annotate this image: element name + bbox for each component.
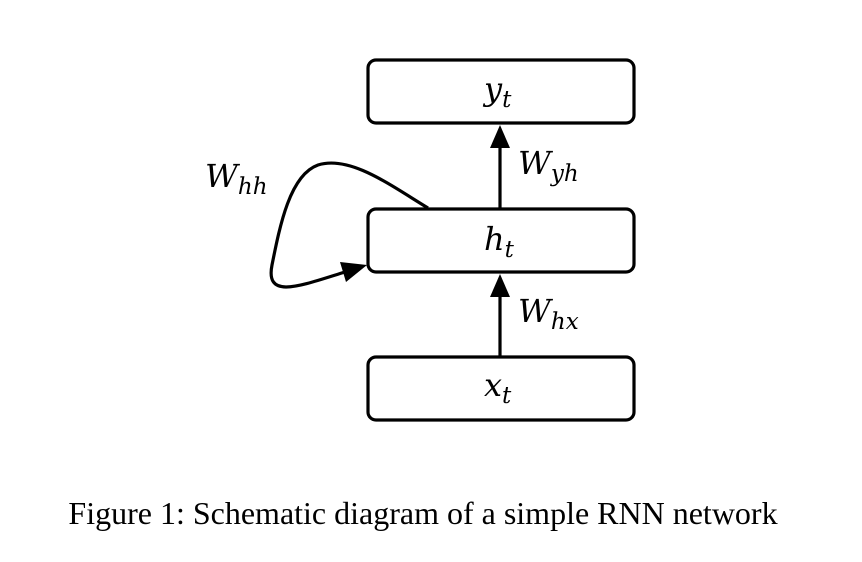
input-to-hidden-weight-label: Whx <box>518 292 579 335</box>
recurrent-weight-subscript: hh <box>238 174 268 200</box>
hidden-node: ht <box>366 207 636 274</box>
hidden-node-label-subscript: t <box>505 237 515 263</box>
input-node-label: xt <box>484 366 512 409</box>
output-node-label-subscript: t <box>502 87 512 113</box>
hidden-to-output-weight-subscript: yh <box>550 161 579 187</box>
input-to-hidden-weight-base: W <box>518 292 554 330</box>
hidden-to-output-weight-base: W <box>518 144 554 182</box>
input-node-label-subscript: t <box>502 383 512 409</box>
input-to-hidden-weight-subscript: hx <box>551 309 579 335</box>
output-node: yt <box>366 58 636 125</box>
input-to-hidden-arrowhead <box>490 274 510 297</box>
recurrent-loop-edge: Whh <box>205 157 429 289</box>
hidden-to-output-arrowhead <box>490 125 510 148</box>
hidden-to-output-weight-label: Wyh <box>518 144 579 187</box>
input-node: xt <box>366 355 636 422</box>
recurrent-weight-base: W <box>205 157 241 195</box>
recurrent-loop-arrowhead <box>340 262 367 282</box>
hidden-node-label-base: h <box>484 220 505 258</box>
hidden-node-label: ht <box>484 220 515 263</box>
output-node-label: yt <box>482 70 512 113</box>
output-node-label-base: y <box>482 70 503 108</box>
figure-caption: Figure 1: Schematic diagram of a simple … <box>68 495 777 531</box>
recurrent-loop-curve <box>269 161 429 289</box>
input-to-hidden-edge: Whx <box>490 274 579 357</box>
input-node-label-base: x <box>484 366 502 404</box>
hidden-to-output-edge: Wyh <box>490 125 579 209</box>
recurrent-weight-label: Whh <box>205 157 268 200</box>
output-node-box <box>366 58 636 125</box>
